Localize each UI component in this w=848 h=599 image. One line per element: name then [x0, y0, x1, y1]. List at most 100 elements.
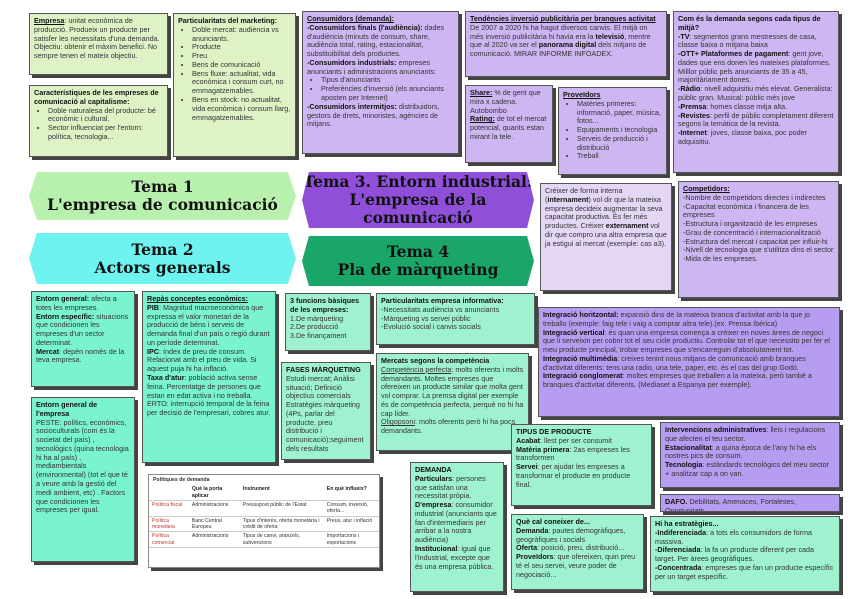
politiques-title: Polítiques de demanda: [153, 477, 210, 483]
caract-item: Sector influenciat per l'entorn: polític…: [48, 123, 163, 142]
intervencions-e-label: Estacionalitat: [665, 442, 712, 452]
tendencies-card: Tendències inversió publicitària per bra…: [465, 11, 667, 77]
mercats-title: Mercats segons la competència: [381, 356, 490, 365]
marketing-item: Bens de comunicació: [192, 60, 291, 70]
particularitats-info-title: Particularitats empresa informativa:: [381, 296, 504, 305]
premsa-text: : homes classe mitja alta.: [706, 101, 788, 111]
tipus-m-text: : 2as empreses les transformen: [516, 444, 630, 463]
atur-text: : població activa sense feina. Percentat…: [147, 373, 261, 400]
competidors-item: -Nivell de tecnologia que s'utilitza din…: [683, 245, 834, 255]
atur-label: Taxa d'atur: [147, 373, 185, 383]
demanda-i-text: : igual que l'industrial, excepte que és…: [415, 544, 494, 571]
entorn-general-card: Entorn general de l'empresa PESTE: polít…: [31, 397, 135, 562]
fases-title: FASES MÀRQUETING: [286, 365, 361, 374]
integracio-c-label: Integració conglomerat: [543, 371, 623, 381]
entorn-mercat-text: : depèn només de la teva empresa.: [36, 346, 125, 365]
creixer-externament: externament: [605, 221, 649, 231]
funcions-item: 1.De màrqueting: [290, 313, 344, 323]
competidors-title: Competidors:: [683, 184, 730, 193]
integracio-h-label: Integració horitzontal:: [543, 310, 619, 319]
tendencies-text3: dels mitjans de comunicació. MIRAR INFOR…: [470, 40, 647, 59]
share-label: Share:: [470, 88, 493, 97]
coneixer-p-text: : que ofereixen, quin preu té el seu ser…: [516, 552, 636, 579]
consumidors-industrials-text: empreses anunciants i administracions an…: [307, 57, 437, 76]
integracio-h-text: expansió dins de la mateixa branca d'act…: [543, 310, 811, 328]
consumidors-finals-text: dades d'audiència (minuts de consum, sha…: [307, 22, 445, 59]
particularitats-info-item: -Necessitats audiència vs anunciants: [381, 304, 500, 314]
coneixer-o-label: Oferta: [516, 543, 538, 553]
competidors-item: -Estructura i organització de les empres…: [683, 219, 818, 229]
politiques-cell: Administracions: [188, 531, 240, 549]
radio-text: : nivell adquisitiu més elevat. Generali…: [678, 84, 833, 103]
creixer-text2: ) vol dir que la mateixa empresa decidei…: [545, 194, 663, 231]
politiques-table: Polítiques de demanda Què la porta aplic…: [148, 474, 380, 568]
rating-text: de tot el mercat potencial, quants estan…: [470, 114, 547, 141]
intervencions-card: Intervencions administratives: lleis i r…: [660, 422, 840, 488]
tv-label: -TV: [678, 31, 690, 41]
competidors-item: -Grau de concentració i internacionalitz…: [683, 227, 821, 237]
tipus-a-label: Acabat: [516, 435, 540, 445]
banner-tema1: Tema 1 L'empresa de comunicació: [29, 172, 296, 220]
demanda-p-text: : persones que satisfan una necessitat p…: [415, 473, 486, 501]
politiques-header: Què la porta aplicar: [188, 485, 240, 502]
politiques-cell: Política comercial: [149, 531, 189, 549]
competidors-item: -Estructura del mercat i capacitat per i…: [683, 236, 828, 246]
internet-text: : joves, classe baixa, poc poder adquisi…: [678, 128, 808, 146]
demanda-e-label: D'empresa: [415, 500, 452, 510]
entorn-card: Entorn general: afecta a totes les empre…: [31, 291, 135, 387]
banner-tema3: Tema 3. Entorn industrial: L'empresa de …: [302, 172, 534, 228]
demanda-e-text: : consumidor industrial (anunciants que …: [415, 500, 497, 545]
politiques-cell: Consum, inversió, oferta...: [323, 500, 379, 517]
demanda-p-label: Particulars: [415, 473, 453, 483]
politiques-cell: Tipus de canvi, aranzels, subvencions: [239, 531, 324, 549]
estrategies-title: Hi ha estratègies...: [655, 519, 719, 528]
marketing-item: Bens fluxe: actualitat, vida econòmica i…: [192, 69, 291, 96]
coneixer-card: Què cal coneixer de... Demanda: pautes d…: [511, 514, 644, 590]
integracio-card: Integració horitzontal: expansió dins de…: [538, 307, 840, 417]
entorn-mercat-label: Mercat: [36, 346, 60, 356]
ott-text: : gent jove, dades que ens donen les mat…: [678, 49, 831, 85]
mercats-oligo-label: Oligopsoni: [381, 417, 415, 427]
estrategies-d-label: -Diferenciada: [655, 545, 701, 555]
ott-label: -OTT+ Plataformes de pagament: [678, 49, 789, 59]
politiques-cell: Importacions i exportacions: [323, 531, 379, 549]
conceptes-card: Repàs conceptes econòmics: PIB: Magnitud…: [142, 291, 276, 463]
marketing-item: Bens en stock: no actualitat, vida econò…: [192, 95, 291, 122]
banner-tema4-text: Tema 4 Pla de màrqueting: [337, 242, 499, 279]
demanda-title: DEMANDA: [415, 465, 452, 474]
politiques-cell: Preus, atur i inflació: [323, 516, 379, 533]
coneixer-d-text: : pautes demogràfiques, geogràfiques i s…: [516, 525, 626, 544]
entorn-general-desc: PESTE: polítics, econòmics, sociocultura…: [36, 417, 129, 515]
intervencions-e-text: : a quina època de l'any hi ha els nostr…: [665, 442, 817, 461]
share-text: % de gent que mira x cadena. Autobombo: [470, 88, 541, 115]
funcions-item: 3.De finançament: [290, 331, 347, 341]
tendencies-text2: , mentre que al 2020 va ser el: [470, 31, 651, 50]
mercats-perfecta-text: : molts oferents i molts demandants. Mol…: [381, 364, 524, 418]
premsa-label: -Premsa: [678, 101, 707, 111]
proveidors-item: Matèries primeres: informació, paper, mú…: [577, 99, 662, 126]
consumidors-title: Consumidors (demanda):: [307, 14, 395, 23]
coneixer-p-label: Proveïdors: [516, 552, 554, 562]
intervencions-t-text: : estàndards tecnològics del meu sector …: [665, 460, 830, 478]
entorn-especific-text: situacions que condicionen les empreses …: [36, 311, 129, 347]
estrategies-c-text: : empreses que fan un producte específic…: [655, 562, 834, 581]
caract-title: Característiques de les empreses de comu…: [34, 88, 159, 106]
radio-label: -Ràdio: [678, 84, 701, 94]
particularitats-info-item: -Màrqueting vs servei públic: [381, 313, 471, 323]
creixer-internament: internament: [547, 194, 589, 204]
tipus-a-text: : llest per ser consumit: [539, 435, 612, 445]
fases-text: Estudi mercat; Anàlisi situació; Definic…: [286, 373, 364, 454]
dafo-card: DAFO. Debilitats, Amenaces, Fortaleses, …: [660, 494, 840, 512]
integracio-c-text: : moltes empreses que treballen a la mat…: [543, 371, 812, 390]
demanda-mitja-title: Com és la demanda segons cada tipus de m…: [678, 14, 821, 32]
consumidors-item: Preferències d'inversió (els anunciants …: [321, 84, 454, 103]
consumidors-industrials-label: -Consumidors industrials:: [307, 57, 397, 67]
creixer-card: Créixer de forma interna (internament) v…: [540, 183, 672, 291]
coneixer-d-label: Demanda: [516, 525, 549, 535]
proveidors-item: Treball: [577, 152, 662, 161]
demanda-i-label: Institucional: [415, 544, 458, 554]
consumidors-item: Tipus d'anunciants: [321, 76, 454, 85]
integracio-m-text: : creixes tenint nous mitjans de comunic…: [543, 353, 806, 372]
table-row: Política comercial Administracions Tipus…: [149, 531, 379, 549]
consumidors-intermitjos-label: -Consumidors intermitjos:: [307, 101, 397, 111]
